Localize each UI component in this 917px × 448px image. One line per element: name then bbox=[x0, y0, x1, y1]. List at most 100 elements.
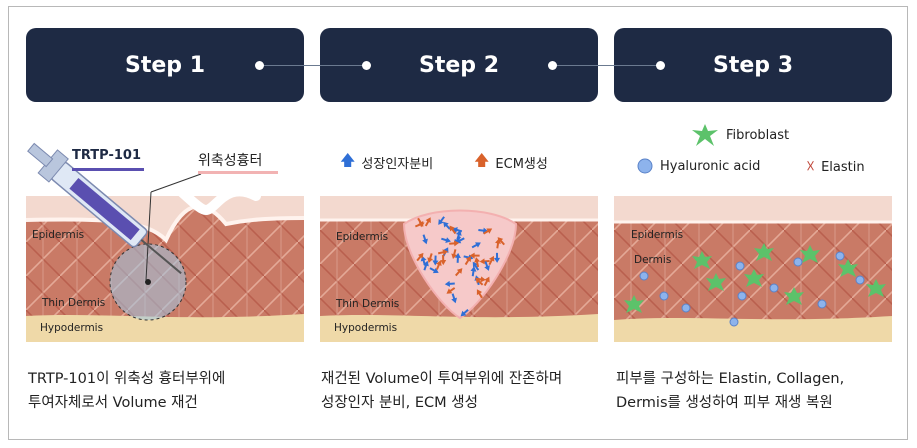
fibroblast-cell bbox=[754, 243, 774, 261]
blue-arrow-icon: 🡅 bbox=[340, 151, 356, 169]
hyaluronic-acid-dot bbox=[817, 299, 827, 309]
arrow-icon bbox=[476, 289, 483, 299]
connector-dot bbox=[548, 61, 557, 70]
product-label: TRTP-101 bbox=[72, 148, 141, 163]
hyaluronic-acid-dot bbox=[835, 251, 845, 261]
step-1-label: Step 1 bbox=[125, 52, 205, 78]
hyaluronic-acid-dot bbox=[793, 257, 803, 267]
arrow-icon bbox=[416, 252, 424, 262]
arrow-icon bbox=[470, 266, 477, 277]
arrow-icon bbox=[451, 249, 458, 260]
hyaluronic-legend: Hyaluronic acid bbox=[636, 157, 760, 175]
arrow-icon bbox=[484, 261, 490, 271]
arrow-icon bbox=[422, 234, 428, 245]
arrow-icon bbox=[444, 280, 455, 287]
step-2-caption-line2: 성장인자 분비, ECM 생성 bbox=[321, 395, 478, 411]
fibroblast-icon bbox=[692, 124, 718, 146]
thin-dermis-label: Thin Dermis bbox=[42, 297, 106, 309]
growth-factor-label: 성장인자분비 bbox=[361, 157, 434, 172]
step-1-caption-line2: 투여자체로서 Volume 재건 bbox=[28, 395, 198, 411]
arrow-icon bbox=[479, 258, 490, 265]
panel-3-illustration bbox=[614, 196, 892, 342]
arrow-icon bbox=[440, 255, 447, 266]
arrow-icon bbox=[454, 252, 461, 263]
arrow-icon bbox=[460, 308, 469, 317]
fibroblast-cell bbox=[624, 295, 644, 313]
hyaluronic-acid-dot bbox=[681, 303, 691, 313]
orange-arrow-icon: 🡅 bbox=[474, 151, 490, 169]
connector-2-3 bbox=[552, 65, 660, 66]
connector-dot bbox=[255, 61, 264, 70]
arrow-icon bbox=[494, 252, 501, 263]
step-2-caption-line1: 재건된 Volume이 투여부위에 잔존하며 bbox=[321, 371, 563, 387]
step-1-caption-line1: TRTP-101이 위축성 흉터부위에 bbox=[28, 371, 226, 387]
arrow-icon bbox=[452, 227, 463, 233]
elastin-icon: ☓ bbox=[806, 157, 816, 177]
connector-dot bbox=[656, 61, 665, 70]
arrow-icon bbox=[474, 257, 481, 268]
arrow-icon bbox=[483, 228, 493, 235]
arrow-icon bbox=[414, 221, 425, 228]
arrow-icon bbox=[446, 287, 456, 294]
hyaluronic-acid-dot bbox=[639, 271, 649, 281]
fibroblast-cell bbox=[692, 251, 712, 269]
step-1-caption: TRTP-101이 위축성 흉터부위에 투여자체로서 Volume 재건 bbox=[28, 367, 225, 415]
fibroblast-cell bbox=[784, 287, 804, 305]
elastin-legend: ☓ Elastin bbox=[806, 157, 865, 177]
arrow-icon bbox=[471, 242, 481, 249]
ecm-legend: 🡅 ECM생성 bbox=[474, 150, 548, 175]
arrow-icon bbox=[495, 238, 502, 249]
arrow-icon bbox=[432, 255, 439, 266]
scar-underline bbox=[198, 171, 278, 174]
arrow-icon bbox=[424, 217, 431, 227]
fibroblast-cell bbox=[706, 273, 726, 291]
arrow-icon bbox=[438, 216, 445, 225]
arrow-icon bbox=[488, 255, 495, 266]
arrow-icon bbox=[443, 221, 451, 230]
step-3-label: Step 3 bbox=[713, 52, 793, 78]
arrow-icon bbox=[455, 268, 463, 277]
hyaluronic-label: Hyaluronic acid bbox=[660, 158, 761, 174]
ecm-label: ECM생성 bbox=[495, 157, 548, 172]
arrow-icon bbox=[435, 260, 442, 270]
fibroblast-cell bbox=[866, 279, 886, 297]
fibroblast-cell bbox=[838, 259, 858, 277]
step-3-caption-line2: Dermis를 생성하여 피부 재생 복원 bbox=[616, 395, 833, 411]
hyaluronic-acid-icon bbox=[637, 158, 653, 174]
arrow-icon bbox=[455, 230, 462, 240]
arrow-icon bbox=[469, 252, 480, 259]
hyaluronic-acid-dot bbox=[735, 261, 745, 271]
arrow-icon bbox=[441, 237, 451, 243]
fibroblast-cell bbox=[744, 269, 764, 287]
hyaluronic-acid-dot bbox=[769, 283, 779, 293]
hypodermis-label-2: Hypodermis bbox=[334, 322, 398, 334]
connector-dot bbox=[362, 61, 371, 70]
thin-dermis-label-2: Thin Dermis bbox=[336, 298, 400, 310]
hyaluronic-acid-dot bbox=[729, 317, 739, 327]
arrow-icon bbox=[449, 225, 457, 235]
arrow-icon bbox=[497, 237, 505, 246]
arrow-icon bbox=[472, 261, 480, 271]
epidermis-label-3: Epidermis bbox=[631, 229, 684, 241]
product-underline bbox=[72, 168, 144, 171]
hyaluronic-acid-dot bbox=[737, 291, 747, 301]
epidermis-label: Epidermis bbox=[32, 229, 85, 241]
arrow-icon bbox=[437, 249, 448, 256]
arrow-icon bbox=[427, 253, 434, 263]
arrow-icon bbox=[429, 267, 439, 274]
arrow-icon bbox=[483, 276, 490, 287]
arrow-icon bbox=[464, 256, 471, 266]
step-2-caption: 재건된 Volume이 투여부위에 잔존하며 성장인자 분비, ECM 생성 bbox=[321, 367, 562, 415]
arrow-icon bbox=[451, 293, 457, 304]
panel-1-illustration bbox=[26, 142, 304, 342]
step-3-caption: 피부를 구성하는 Elastin, Collagen, Dermis를 생성하여… bbox=[616, 367, 844, 415]
step-3-caption-line1: 피부를 구성하는 Elastin, Collagen, bbox=[616, 371, 845, 387]
arrow-icon bbox=[423, 260, 429, 271]
scar-label: 위축성흉터 bbox=[198, 153, 263, 169]
panel-2-illustration bbox=[320, 196, 598, 342]
arrow-icon bbox=[475, 276, 486, 283]
dermis-label-3: Dermis bbox=[634, 254, 672, 266]
fibroblast-label: Fibroblast bbox=[726, 127, 790, 143]
fibroblast-legend: Fibroblast bbox=[690, 122, 789, 148]
elastin-label: Elastin bbox=[821, 159, 865, 175]
